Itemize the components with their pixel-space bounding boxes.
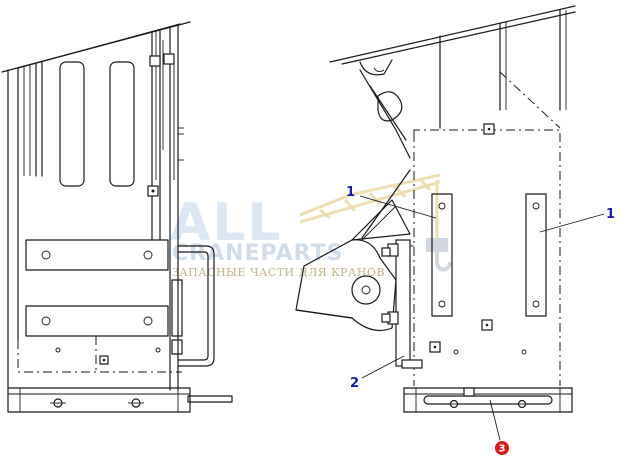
right-view: [295, 5, 576, 413]
plate-right: [525, 193, 547, 317]
callout-3-badge: [495, 441, 509, 455]
callout-3: 3: [499, 444, 506, 455]
watermark-tagline: ЗАПАСНЫЕ ЧАСТИ ДЛЯ КРАНОВ: [172, 266, 385, 279]
bottom-slot-bar: [423, 395, 553, 405]
left-view: [1, 21, 233, 413]
watermark: ALL CRANEPARTS ЗАПАСНЫЕ ЧАСТИ ДЛЯ КРАНОВ: [170, 173, 452, 279]
left-handle: [177, 245, 215, 367]
watermark-crane-icon: [299, 173, 441, 240]
watermark-sub: CRANEPARTS: [172, 241, 344, 266]
callout-1-right: 1: [606, 207, 615, 222]
watermark-brand: ALL: [170, 193, 283, 253]
watermark-hook-icon: [426, 238, 452, 272]
callouts: 1 1 2 3: [346, 185, 615, 455]
callout-1-left: 1: [346, 185, 355, 200]
plate-left: [431, 193, 453, 317]
callout-2: 2: [350, 376, 359, 391]
